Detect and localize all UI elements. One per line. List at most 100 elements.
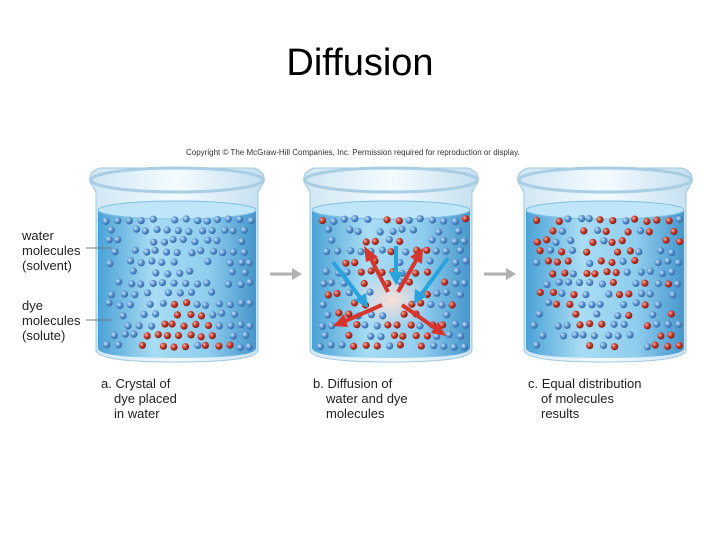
water-molecules-label: water molecules (solvent) [22, 228, 81, 273]
arrow-blue-left-down [331, 260, 368, 308]
dye-molecule [591, 270, 599, 278]
water-molecule [578, 215, 586, 223]
water-molecule [552, 238, 560, 246]
dye-molecule [664, 280, 673, 288]
water-molecule [241, 268, 249, 276]
dye-molecule [408, 300, 416, 308]
dye-molecule [544, 257, 553, 265]
water-molecule [530, 321, 538, 329]
water-molecule [246, 322, 254, 330]
water-molecule [433, 289, 441, 297]
water-molecule [176, 289, 184, 297]
dye-molecule [384, 321, 392, 329]
water-molecule [385, 236, 393, 244]
water-molecule [170, 258, 178, 266]
dye-molecule [583, 248, 591, 256]
dye-molecule [424, 268, 432, 276]
water-molecule [379, 312, 387, 320]
water-molecule [610, 320, 618, 328]
water-molecule [182, 215, 190, 223]
water-molecule [201, 301, 209, 309]
water-molecule [324, 311, 332, 319]
water-molecule [364, 215, 372, 223]
dye-molecule [675, 341, 683, 350]
water-molecule [226, 301, 234, 309]
water-molecule [430, 342, 438, 350]
arrow-blue-top-down [389, 246, 403, 285]
water-molecule [626, 331, 634, 339]
water-molecule [675, 320, 683, 328]
water-molecule [402, 248, 410, 256]
water-molecule [649, 311, 657, 319]
water-molecule [334, 247, 342, 255]
water-molecule [176, 269, 184, 277]
dye-molecule [204, 321, 213, 330]
water-molecule [107, 291, 115, 299]
water-molecule [432, 247, 440, 255]
water-molecule [544, 298, 553, 307]
dye-molecule [400, 310, 408, 318]
water-molecule [105, 236, 113, 244]
water-molecule [328, 236, 336, 244]
dye-molecule [586, 320, 594, 328]
water-molecule [646, 290, 654, 298]
water-molecule [162, 248, 171, 256]
dye-molecule [350, 342, 358, 350]
water-molecule [130, 330, 138, 338]
water-molecule [238, 258, 246, 267]
water-molecule [593, 310, 601, 318]
dye-molecules-label: dye molecules (solute) [22, 298, 81, 343]
dye-molecule [318, 217, 327, 225]
dye-molecule [631, 256, 639, 265]
dye-molecule [407, 321, 415, 329]
water-molecule [209, 247, 218, 255]
dye-molecule [657, 332, 665, 340]
water-molecule [129, 267, 137, 275]
water-molecule [229, 227, 237, 235]
water-molecule [237, 320, 245, 329]
water-molecule [131, 291, 139, 299]
arrow-blue-right-down [414, 256, 450, 304]
dye-molecule [570, 291, 578, 299]
water-molecule [338, 341, 346, 349]
water-molecule [143, 248, 151, 256]
dye-molecule [173, 311, 181, 319]
dye-molecule [461, 215, 470, 223]
water-molecule [582, 291, 590, 299]
dye-molecule [589, 238, 597, 246]
water-molecule [114, 217, 122, 225]
water-molecule [198, 227, 207, 235]
water-molecule [158, 279, 166, 287]
dye-molecule [549, 270, 557, 278]
water-molecule [148, 322, 156, 330]
water-molecule [193, 280, 202, 288]
dye-molecule [665, 217, 673, 225]
water-molecule [585, 215, 593, 223]
water-molecule [170, 279, 178, 287]
dye-molecule [362, 238, 370, 246]
water-molecule [461, 321, 469, 329]
dye-molecule [412, 332, 420, 340]
water-molecule [674, 259, 682, 267]
water-molecule [323, 248, 331, 256]
water-molecule [150, 238, 158, 246]
water-molecule [247, 217, 255, 225]
dye-molecule [536, 247, 544, 255]
water-molecule [164, 270, 172, 278]
dye-molecule [399, 332, 407, 340]
dye-molecule [161, 320, 169, 328]
water-molecule [197, 247, 205, 255]
water-molecule [632, 279, 640, 287]
water-molecule [135, 322, 143, 330]
water-molecule [237, 299, 245, 307]
water-molecule [366, 288, 374, 296]
water-molecule [327, 341, 335, 349]
water-molecule [163, 226, 171, 234]
dye-molecule [543, 236, 551, 244]
dye-molecule [197, 333, 205, 341]
caption-c-line-3: results [541, 406, 580, 421]
water-molecule [240, 248, 248, 256]
water-molecule [318, 322, 326, 330]
process-arrow-a-to-b [270, 268, 302, 280]
